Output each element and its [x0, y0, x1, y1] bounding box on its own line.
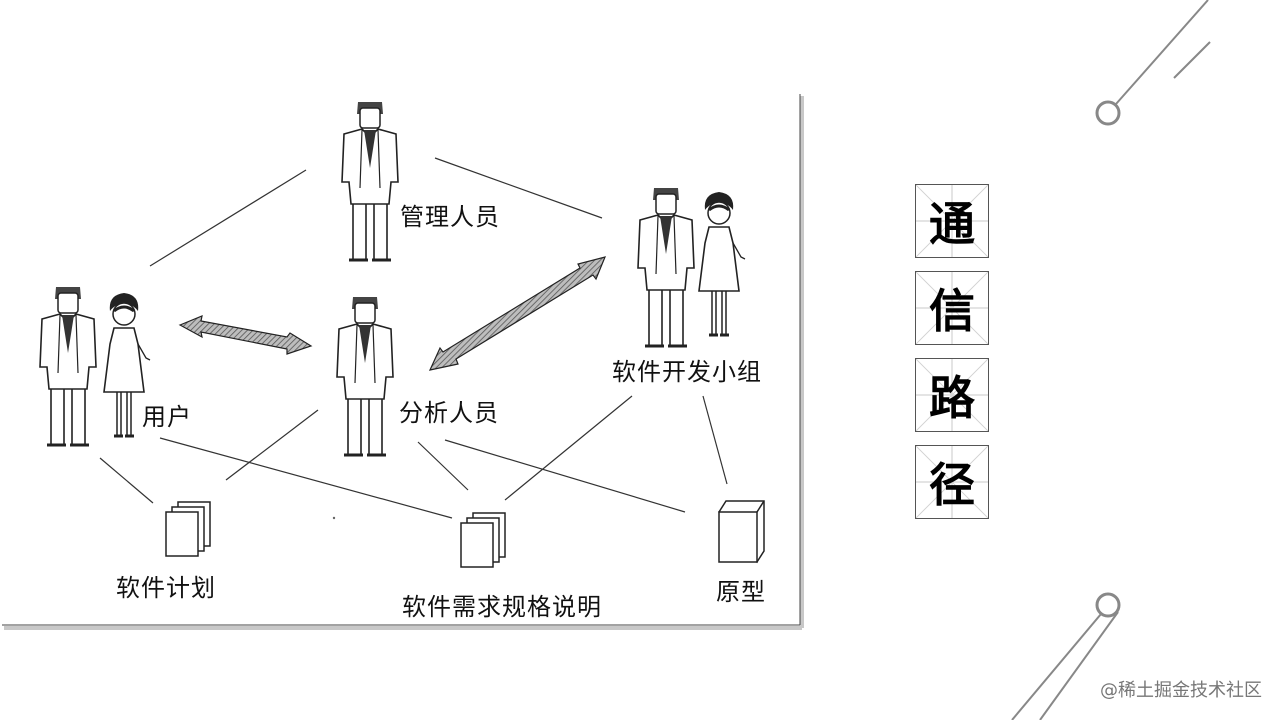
plan-document-icon	[165, 501, 211, 557]
title-char-box: 路	[915, 358, 989, 432]
analyst-label: 分析人员	[399, 399, 499, 427]
title-column: 通 信 路 径	[915, 184, 991, 532]
line-devteam-spec	[504, 395, 633, 501]
devteam-label: 软件开发小组	[612, 358, 762, 386]
connector-lines	[99, 157, 728, 519]
title-char-box: 径	[915, 445, 989, 519]
title-char: 径	[929, 458, 975, 512]
devteam-woman-figure	[697, 190, 747, 337]
diagram-frame	[2, 94, 804, 630]
decor-bottom-right	[1011, 592, 1121, 720]
analyst-figure	[335, 295, 395, 457]
user-man-figure	[38, 285, 98, 447]
line-devteam-prototype	[702, 395, 728, 485]
title-char: 通	[929, 197, 975, 251]
arrow-analyst-devteam	[428, 256, 607, 371]
arrow-user-analyst	[178, 315, 313, 355]
line-analyst-prototype	[444, 439, 686, 513]
line-user-spec	[159, 437, 453, 519]
line-analyst-plan	[225, 409, 319, 481]
line-user-plan	[99, 457, 154, 504]
devteam-man-figure	[636, 186, 696, 348]
line-analyst-spec	[417, 441, 469, 491]
watermark: @稀土掘金技术社区	[1100, 680, 1262, 701]
line-manager-devteam	[434, 157, 603, 219]
title-char: 信	[929, 284, 975, 338]
user-label: 用户	[142, 403, 192, 431]
decor-top-right	[1095, 0, 1211, 126]
spec-document-icon	[460, 512, 506, 568]
line-user-manager	[149, 169, 307, 267]
title-char-box: 信	[915, 271, 989, 345]
title-char: 路	[929, 371, 975, 425]
plan-label: 软件计划	[116, 574, 216, 602]
prototype-box-icon	[718, 500, 765, 564]
spec-label: 软件需求规格说明	[402, 593, 602, 621]
prototype-label: 原型	[716, 578, 766, 606]
title-char-box: 通	[915, 184, 989, 258]
stray-dot	[332, 516, 336, 520]
manager-figure	[340, 100, 400, 262]
manager-label: 管理人员	[400, 203, 500, 231]
